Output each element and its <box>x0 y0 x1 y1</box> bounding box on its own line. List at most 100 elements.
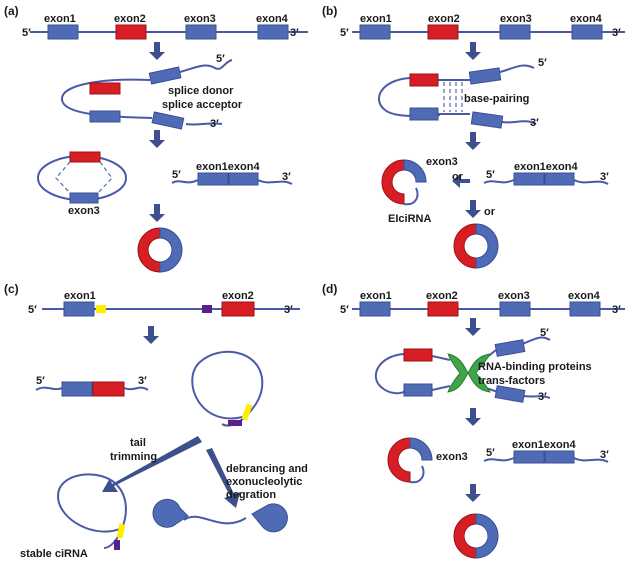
down-arrow <box>465 484 481 502</box>
exon-box <box>148 66 182 85</box>
five-prime-label: 5′ <box>340 304 349 316</box>
three-prime-tail <box>185 122 223 126</box>
exon-box <box>403 383 433 397</box>
exon1exon4-label: exon1exon4 <box>514 161 578 173</box>
degraded-rna-strand <box>183 515 247 525</box>
degration-label: degration <box>226 489 276 501</box>
exon2-box <box>89 82 121 95</box>
exon2-label: exon2 <box>428 13 460 25</box>
exon4-box <box>228 172 259 186</box>
exon1-box <box>513 450 545 464</box>
exon1exon4-label: exon1exon4 <box>196 161 260 173</box>
down-arrow <box>143 326 159 344</box>
circrna-red-half <box>137 227 161 273</box>
exon2-box <box>69 151 101 163</box>
exon2-label: exon2 <box>222 290 254 302</box>
trimming-label: trimming <box>110 451 157 463</box>
exon4-box <box>544 172 575 186</box>
exon2-box <box>427 301 459 317</box>
exon1-box <box>359 24 391 40</box>
five-prime-label: 5′ <box>172 169 181 181</box>
eicirna-exon-label: exon3 <box>426 156 458 168</box>
exon4-box <box>569 301 601 317</box>
five-prime-label: 5′ <box>22 27 31 39</box>
five-prime-label: 5′ <box>340 27 349 39</box>
five-prime-label: 5′ <box>540 327 549 339</box>
product-tails <box>35 386 149 391</box>
down-arrow <box>465 42 481 60</box>
stable-cirna-loop <box>56 473 127 549</box>
three-prime-label: 3′ <box>612 304 621 316</box>
exon1-label: exon1 <box>360 290 392 302</box>
exon2-box <box>115 24 147 40</box>
exon-box <box>494 385 526 403</box>
splice-acceptor-label: splice acceptor <box>162 99 243 111</box>
circrna-blue-half <box>475 513 499 559</box>
intron-lariat <box>191 350 264 427</box>
five-prime-label: 5′ <box>486 169 495 181</box>
exon4-box <box>257 24 289 40</box>
gu-rich-motif <box>116 523 126 539</box>
lariat-exon-label: exon3 <box>68 205 100 217</box>
degraded-rna-fragment <box>251 503 288 533</box>
panel-c: (c) 5′ 3′ exon1 exon2 5′ 3′ tail trimmin… <box>4 282 308 560</box>
splice-donor-label: splice donor <box>168 85 234 97</box>
intron-lines <box>438 79 470 115</box>
tail-trimming-arrow <box>102 436 202 492</box>
exon3-box <box>499 301 531 317</box>
lariat-blue-arc <box>409 437 433 461</box>
stable-cirna-label: stable ciRNA <box>20 548 88 560</box>
debranching-arrow <box>206 448 240 508</box>
product-tails <box>483 179 609 185</box>
exon-box <box>409 107 439 121</box>
exon2-box <box>403 348 433 362</box>
exon1-box <box>359 301 391 317</box>
exon3-label: exon3 <box>498 290 530 302</box>
exon3-box <box>185 24 217 40</box>
circrna-red-half <box>453 223 477 269</box>
three-prime-label: 3′ <box>600 449 609 461</box>
exon3-box <box>69 192 99 204</box>
three-prime-label: 3′ <box>530 117 539 129</box>
exon-box <box>494 339 526 357</box>
down-arrow <box>149 204 165 222</box>
five-prime-label: 5′ <box>36 375 45 387</box>
exon-box <box>468 67 502 85</box>
exon4-label: exon4 <box>570 13 603 25</box>
panel-b-label: (b) <box>322 4 337 18</box>
circrna-red-half <box>453 513 477 559</box>
exon1-label: exon1 <box>64 290 96 302</box>
exon1-box <box>47 24 79 40</box>
down-arrow <box>465 408 481 426</box>
down-arrow <box>149 42 165 60</box>
exonucleolytic-label: exonucleolytic <box>226 476 302 488</box>
base-pairing-label: base-pairing <box>464 93 529 105</box>
eicirna-blue-arc <box>403 159 427 183</box>
exon2-box <box>221 301 255 317</box>
exon1-box <box>63 301 95 317</box>
exon-box <box>151 111 185 130</box>
exon2-box <box>92 381 125 397</box>
three-prime-label: 3′ <box>138 375 147 387</box>
base-pairing-lines <box>443 82 463 112</box>
exon2-box <box>409 73 439 87</box>
three-prime-label: 3′ <box>538 391 547 403</box>
lariat-exon-label: exon3 <box>436 451 468 463</box>
gu-rich-motif <box>241 403 253 421</box>
gu-rich-motif <box>96 305 106 313</box>
circrna-blue-half <box>475 223 499 269</box>
panel-d: (d) 5′ 3′ exon1 exon2 exon3 exon4 5′ 3′ … <box>322 282 625 559</box>
eicirna-label: EIciRNA <box>388 213 431 225</box>
exon1-label: exon1 <box>360 13 392 25</box>
exon1exon4-label: exon1exon4 <box>512 439 576 451</box>
panel-b: (b) 5′ 3′ exon1 exon2 exon3 exon4 5′ 3′ … <box>322 4 625 269</box>
three-prime-tail <box>501 120 537 125</box>
three-prime-label: 3′ <box>290 27 299 39</box>
three-prime-tail <box>523 395 551 399</box>
eicirna-red-arc <box>381 159 405 205</box>
or-label: or <box>452 171 464 183</box>
or-label: or <box>484 206 496 218</box>
five-prime-tail <box>499 64 535 73</box>
exon3-box <box>499 24 531 40</box>
